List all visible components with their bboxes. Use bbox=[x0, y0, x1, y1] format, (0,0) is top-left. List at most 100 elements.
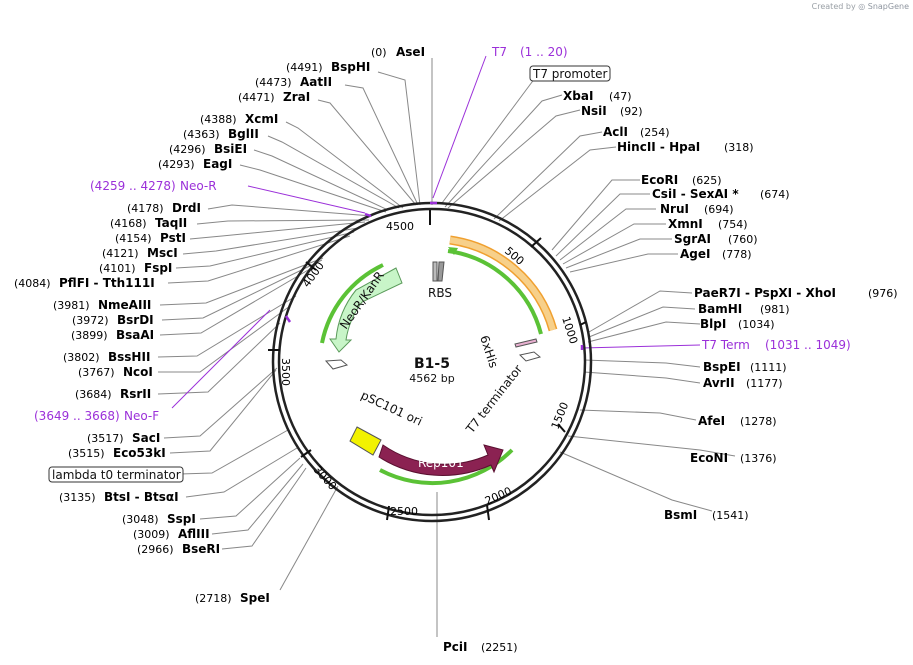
site-name: BglII bbox=[228, 127, 259, 141]
site-pos: (4084) bbox=[14, 277, 51, 290]
site-name: CsiI - SexAI * bbox=[652, 187, 739, 201]
site-pos: (4388) bbox=[200, 113, 237, 126]
6xhis-feature bbox=[514, 338, 538, 348]
t7-promoter-label: T7 promoter bbox=[532, 67, 608, 81]
site-name: XmnI bbox=[668, 217, 703, 231]
site-name: SpeI bbox=[240, 591, 270, 605]
site-name: NmeAIII bbox=[98, 298, 151, 312]
lacI-green-arc bbox=[447, 249, 543, 335]
tick-4000: 4000 bbox=[300, 259, 327, 289]
site-name: XbaI bbox=[563, 89, 593, 103]
site-name: BsmI bbox=[664, 508, 697, 522]
rep101-label: Rep101 bbox=[418, 456, 464, 470]
tick-1500: 1500 bbox=[549, 400, 572, 431]
primer-neof-name: Neo-F bbox=[124, 409, 159, 423]
site-name: AgeI bbox=[680, 247, 710, 261]
site-name: AatII bbox=[300, 75, 332, 89]
site-name: AfeI bbox=[698, 414, 725, 428]
site-pos: (674) bbox=[760, 188, 790, 201]
site-name: PflFI - Tth111I bbox=[59, 276, 155, 290]
site-name: EcoRI bbox=[641, 173, 678, 187]
site-pos: (981) bbox=[760, 303, 790, 316]
plasmid-name: B1-5 bbox=[414, 356, 450, 372]
site-pos: (3517) bbox=[87, 432, 124, 445]
site-pos: (694) bbox=[704, 203, 734, 216]
site-labels-right: PciI(2251) BsmI(1541) EcoNI(1376) AfeI(1… bbox=[443, 89, 898, 654]
site-name: Eco53kI bbox=[113, 446, 166, 460]
site-name: EagI bbox=[203, 157, 232, 171]
rbs-feature bbox=[432, 261, 438, 282]
site-pos: (1278) bbox=[740, 415, 777, 428]
site-pos: (3981) bbox=[53, 299, 90, 312]
site-name: XcmI bbox=[245, 112, 278, 126]
site-name: DrdI bbox=[172, 201, 201, 215]
site-name: SacI bbox=[132, 431, 160, 445]
term-marker-right-icon bbox=[518, 351, 542, 362]
primer-markers bbox=[284, 201, 584, 350]
primer-neof-range: (3649 .. 3668) bbox=[34, 409, 120, 423]
primer-neor-range: (4259 .. 4278) bbox=[90, 179, 176, 193]
t7-promoter-box bbox=[529, 65, 611, 82]
site-pos: (4121) bbox=[102, 247, 139, 260]
psc101-ori-label: pSC101 ori bbox=[359, 388, 425, 429]
site-labels-left: (0)AseI (4491)BspHI (4473)AatII (4471)Zr… bbox=[14, 45, 425, 605]
site-pos: (1376) bbox=[740, 452, 777, 465]
primer-neor-name: Neo-R bbox=[180, 179, 217, 193]
t7-terminator-label: T7 terminator bbox=[463, 362, 526, 437]
site-name: PaeR7I - PspXI - XhoI bbox=[694, 286, 836, 300]
site-name: AvrII bbox=[703, 376, 735, 390]
rbs-feature-2 bbox=[437, 261, 445, 282]
site-pos: (778) bbox=[722, 248, 752, 261]
site-pos: (4491) bbox=[286, 61, 323, 74]
site-pos: (2251) bbox=[481, 641, 518, 654]
site-pos: (1177) bbox=[746, 377, 783, 390]
site-pos: (754) bbox=[718, 218, 748, 231]
site-pos: (2966) bbox=[137, 543, 174, 556]
site-pos: (3802) bbox=[63, 351, 100, 364]
primer-t7term-range: (1031 .. 1049) bbox=[765, 338, 851, 352]
site-pos: (1111) bbox=[750, 361, 787, 374]
site-pos: (254) bbox=[640, 126, 670, 139]
credit-text: Created by bbox=[811, 2, 856, 11]
site-name: MscI bbox=[147, 246, 178, 260]
site-name: AclI bbox=[603, 125, 628, 139]
primer-t7term-name: T7 Term bbox=[701, 338, 750, 352]
6xhis-label: 6xHis bbox=[477, 334, 501, 370]
site-name: BspHI bbox=[331, 60, 370, 74]
snapgene-logo-icon: ◎ bbox=[858, 2, 866, 11]
snapgene-credit: Created by ◎ SnapGene bbox=[812, 2, 909, 11]
site-name: BseRI bbox=[182, 542, 220, 556]
site-pos: (318) bbox=[724, 141, 754, 154]
primer-t7-name: T7 bbox=[491, 45, 507, 59]
site-name: AflIII bbox=[178, 527, 210, 541]
primer-leader-lines bbox=[171, 55, 701, 409]
site-name: PstI bbox=[160, 231, 186, 245]
term-marker-left-icon bbox=[324, 359, 349, 370]
site-name: AseI bbox=[396, 45, 425, 59]
site-pos: (4178) bbox=[127, 202, 164, 215]
site-name: BamHI bbox=[698, 302, 742, 316]
rbs-label: RBS bbox=[428, 286, 452, 300]
site-pos: (0) bbox=[371, 46, 387, 59]
site-pos: (1034) bbox=[738, 318, 775, 331]
site-name: BspEI bbox=[703, 360, 741, 374]
neor-kanr-feature bbox=[329, 267, 403, 353]
plasmid-length: 4562 bp bbox=[409, 372, 454, 385]
site-pos: (47) bbox=[609, 90, 632, 103]
lambda-t0-label: lambda t0 terminator bbox=[52, 468, 181, 482]
site-pos: (3972) bbox=[72, 314, 109, 327]
site-name: SspI bbox=[167, 512, 196, 526]
site-name: PciI bbox=[443, 640, 468, 654]
site-name: BssHII bbox=[108, 350, 150, 364]
tick-2000: 2000 bbox=[483, 484, 514, 507]
site-pos: (4101) bbox=[99, 262, 136, 275]
lambda-t0-box bbox=[48, 466, 184, 483]
tick-4500: 4500 bbox=[386, 220, 414, 233]
site-name: BsaAI bbox=[116, 328, 154, 342]
site-pos: (3009) bbox=[133, 528, 170, 541]
site-pos: (625) bbox=[692, 174, 722, 187]
site-name: NcoI bbox=[123, 365, 153, 379]
site-pos: (3684) bbox=[75, 388, 112, 401]
site-name: BsrDI bbox=[117, 313, 154, 327]
